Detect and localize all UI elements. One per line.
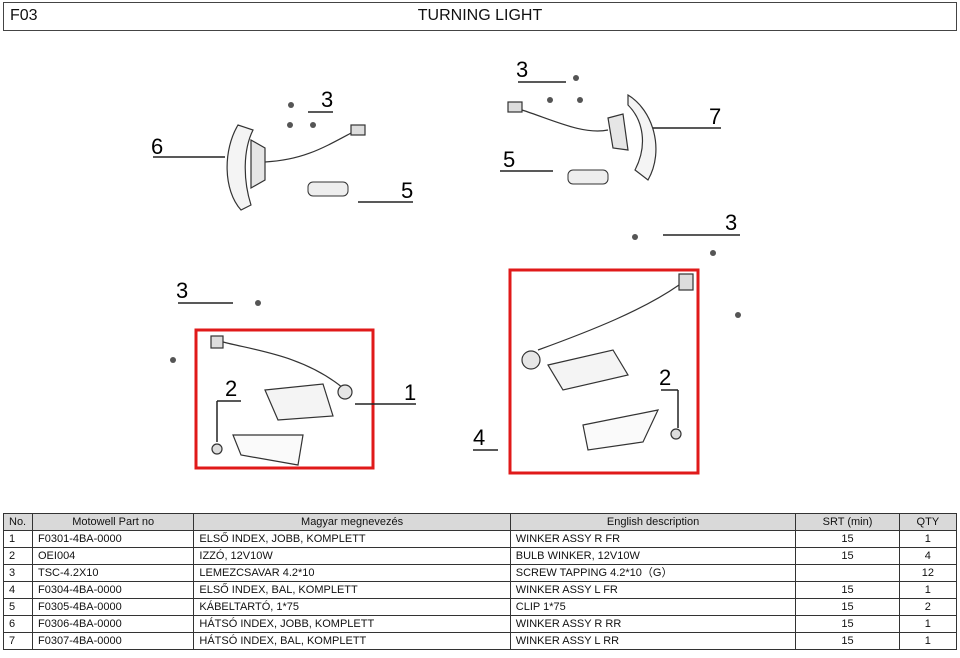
- cell-srt: 15: [795, 581, 900, 599]
- rear-winker-right: [226, 124, 366, 211]
- page-header: F03 TURNING LIGHT: [3, 2, 957, 31]
- cell-hu: KÁBELTARTÓ, 1*75: [193, 598, 511, 616]
- cell-part: F0306-4BA-0000: [31, 615, 195, 633]
- cell-srt: 15: [795, 530, 900, 548]
- cell-en: CLIP 1*75: [509, 598, 797, 616]
- cell-hu: IZZÓ, 12V10W: [193, 547, 511, 565]
- callout-7: 7: [709, 104, 721, 129]
- cell-part: F0305-4BA-0000: [31, 598, 195, 616]
- cell-part: TSC-4.2X10: [31, 564, 195, 582]
- highlight-box-right: [508, 268, 700, 475]
- cell-no: 4: [3, 581, 33, 599]
- col-english: English description: [509, 513, 797, 531]
- table-row: 1 F0301-4BA-0000 ELSŐ INDEX, JOBB, KOMPL…: [3, 530, 958, 548]
- cell-part: F0301-4BA-0000: [31, 530, 195, 548]
- cell-srt: 15: [795, 632, 900, 650]
- cell-qty: 1: [898, 581, 958, 599]
- cell-part: F0307-4BA-0000: [31, 632, 195, 650]
- cell-en: WINKER ASSY L FR: [509, 581, 797, 599]
- callout-3d: 3: [176, 278, 188, 303]
- table-row: 4 F0304-4BA-0000 ELSŐ INDEX, BAL, KOMPLE…: [3, 581, 958, 599]
- table-row: 2 OEI004 IZZÓ, 12V10W BULB WINKER, 12V10…: [3, 547, 958, 565]
- cell-en: WINKER ASSY R RR: [509, 615, 797, 633]
- highlight-box-left: [194, 328, 375, 470]
- col-hungarian: Magyar megnevezés: [193, 513, 511, 531]
- cell-hu: ELSŐ INDEX, JOBB, KOMPLETT: [193, 530, 511, 548]
- table-row: 3 TSC-4.2X10 LEMEZCSAVAR 4.2*10 SCREW TA…: [3, 564, 958, 582]
- table-header-row: No. Motowell Part no Magyar megnevezés E…: [3, 513, 958, 531]
- cell-no: 7: [3, 632, 33, 650]
- cell-qty: 1: [898, 615, 958, 633]
- parts-table: No. Motowell Part no Magyar megnevezés E…: [3, 513, 958, 650]
- cell-en: WINKER ASSY L RR: [509, 632, 797, 650]
- callout-1: 1: [404, 380, 416, 405]
- cell-en: BULB WINKER, 12V10W: [509, 547, 797, 565]
- cell-part: OEI004: [31, 547, 195, 565]
- col-no: No.: [3, 513, 33, 531]
- callout-5b: 5: [503, 147, 515, 172]
- cell-srt: 15: [795, 615, 900, 633]
- cell-qty: 12: [898, 564, 958, 582]
- col-part-no: Motowell Part no: [31, 513, 195, 531]
- table-row: 7 F0307-4BA-0000 HÁTSÓ INDEX, BAL, KOMPL…: [3, 632, 958, 650]
- cell-srt: [795, 564, 900, 582]
- col-srt: SRT (min): [795, 513, 900, 531]
- table-row: 5 F0305-4BA-0000 KÁBELTARTÓ, 1*75 CLIP 1…: [3, 598, 958, 616]
- callout-3b: 3: [516, 57, 528, 82]
- callout-5a: 5: [401, 178, 413, 203]
- cell-hu: ELSŐ INDEX, BAL, KOMPLETT: [193, 581, 511, 599]
- cell-qty: 1: [898, 632, 958, 650]
- cell-en: WINKER ASSY R FR: [509, 530, 797, 548]
- cell-qty: 4: [898, 547, 958, 565]
- cell-en: SCREW TAPPING 4.2*10（G）: [509, 564, 797, 582]
- cell-qty: 1: [898, 530, 958, 548]
- col-qty: QTY: [898, 513, 958, 531]
- table-row: 6 F0306-4BA-0000 HÁTSÓ INDEX, JOBB, KOMP…: [3, 615, 958, 633]
- cell-hu: HÁTSÓ INDEX, JOBB, KOMPLETT: [193, 615, 511, 633]
- cell-srt: 15: [795, 598, 900, 616]
- callout-3c: 3: [725, 210, 737, 235]
- callout-2a: 2: [225, 376, 237, 401]
- cell-part: F0304-4BA-0000: [31, 581, 195, 599]
- cell-srt: 15: [795, 547, 900, 565]
- page-title: TURNING LIGHT: [417, 7, 543, 24]
- callout-2b: 2: [659, 365, 671, 390]
- cell-hu: HÁTSÓ INDEX, BAL, KOMPLETT: [193, 632, 511, 650]
- cell-no: 5: [3, 598, 33, 616]
- callout-6: 6: [151, 134, 163, 159]
- cell-no: 1: [3, 530, 33, 548]
- callout-3a: 3: [321, 87, 333, 112]
- cell-no: 2: [3, 547, 33, 565]
- parts-diagram: 6 3 5 3 7 5 3 3: [3, 30, 955, 512]
- callout-4: 4: [473, 425, 485, 450]
- cell-no: 3: [3, 564, 33, 582]
- cell-qty: 2: [898, 598, 958, 616]
- section-code: F03: [10, 7, 38, 24]
- cell-no: 6: [3, 615, 33, 633]
- cell-hu: LEMEZCSAVAR 4.2*10: [193, 564, 511, 582]
